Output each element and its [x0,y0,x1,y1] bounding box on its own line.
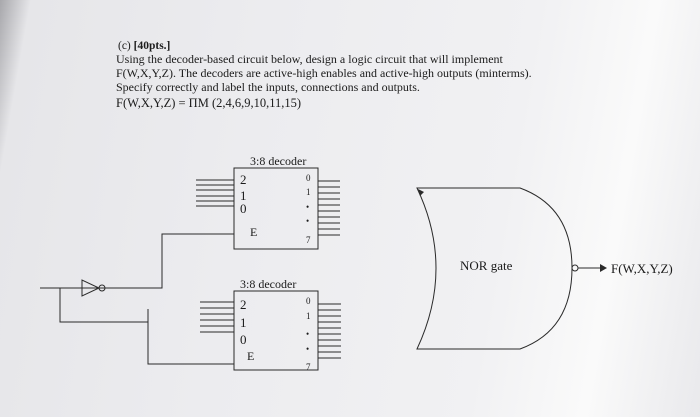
enable-wire-decoder-1 [130,233,234,289]
nor-gate-bubble [571,264,579,272]
output-arrow-icon [600,264,607,272]
gate-input-arrow-icon [418,189,424,196]
decoder-2-output-1: 1 [306,311,311,321]
decoder-1-input-1: 1 [240,188,247,203]
decoder-2-output-lines [318,303,341,359]
decoder-1-input-0: 0 [240,201,247,216]
input-wire-split [59,287,148,323]
decoder-1-output-7: 7 [306,235,311,245]
question-line-1: Using the decoder-based circuit below, d… [116,52,503,66]
question-heading: (c) [40pts.] [118,40,170,52]
function-formula: F(W,X,Y,Z) = ΠM (2,4,6,9,10,11,15) [116,96,302,110]
decoder-1-title: 3:8 decoder [250,154,306,168]
decoder-1-dot-1: • [306,202,309,212]
decoder-2-dot-2: • [306,344,309,354]
question-line-3: Specify correctly and label the inputs, … [116,80,420,94]
decoder-1-enable-label: E [250,225,257,239]
decoder-2-input-2: 2 [240,297,247,312]
question-label: (c) [118,40,131,52]
decoder-2-output-0: 0 [306,296,311,306]
question-line-2: F(W,X,Y,Z). The decoders are active-high… [116,66,532,80]
decoder-1-output-lines [318,180,340,236]
not-gate-triangle [81,279,101,297]
decoder-2-input-1: 1 [240,315,247,330]
decoder-2-enable-label: E [247,349,254,363]
decoder-2-output-7: 7 [306,362,311,372]
decoder-1-output-1: 1 [306,187,311,197]
decoder-2-dot-1: • [306,329,309,339]
decoder-2-title: 3:8 decoder [240,277,296,291]
decoder-2-input-0: 0 [240,332,247,347]
decoder-2-input-lines [200,301,234,333]
output-label: F(W,X,Y,Z) [611,261,673,276]
nor-gate-label: NOR gate [460,258,513,273]
decoder-1-input-2: 2 [240,172,247,187]
decoder-2-box [233,290,319,371]
decoder-1-output-0: 0 [306,173,311,183]
nor-gate-body [416,187,573,350]
decoder-1-box [233,167,319,250]
question-points: [40pts.] [133,40,171,52]
decoder-1-dot-2: • [306,216,309,226]
enable-wire-decoder-2 [147,309,234,365]
